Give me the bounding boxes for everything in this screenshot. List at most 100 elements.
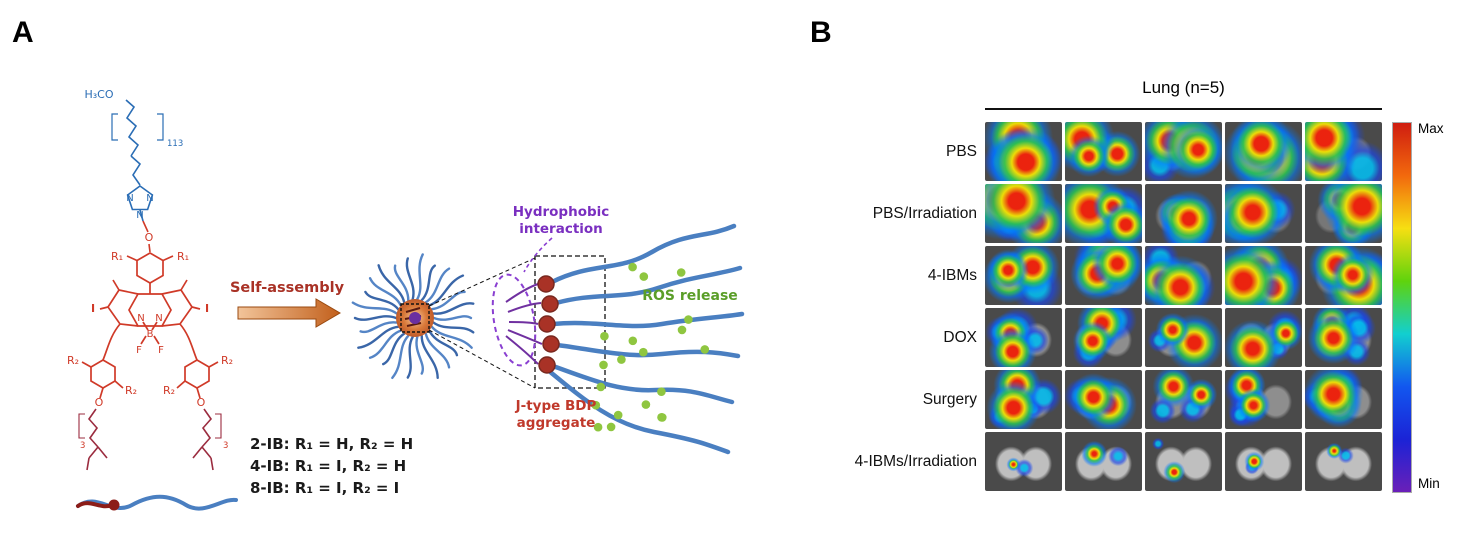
row-label: PBS (945, 142, 977, 160)
lung-scan-image (1305, 432, 1382, 491)
self-assembly-label: Self-assembly (230, 280, 345, 296)
bdp-aggregate-beads (537, 275, 560, 374)
unimer-polymer (76, 494, 238, 511)
panel-b-label: B (810, 16, 832, 49)
ros-dot (639, 272, 649, 281)
lung-scan-image (1145, 308, 1222, 367)
peg-repeat-label: 113 (167, 139, 183, 149)
lung-scan-image (1065, 432, 1142, 491)
iodine-right: I (205, 302, 209, 315)
lung-scan-image (1305, 184, 1382, 243)
corona-chains (546, 223, 745, 455)
ros-dot (641, 400, 651, 409)
f1: F (136, 345, 142, 356)
o-right: O (197, 396, 206, 409)
triazole-n2: N (146, 193, 153, 204)
lung-row: 4-IBMs (800, 246, 1385, 305)
lung-scan-image (985, 432, 1062, 491)
compound-legend: 2-IB: R₁ = H, R₂ = H 4-IB: R₁ = I, R₂ = … (250, 435, 413, 497)
corona-strand (351, 301, 398, 315)
bdp-dye-dot (108, 499, 120, 511)
corona-strand (424, 267, 451, 304)
colorbar (1392, 122, 1412, 493)
lung-scan-image (1145, 432, 1222, 491)
corona-strand (416, 253, 424, 301)
row-label: DOX (943, 328, 977, 346)
zoom-box (400, 303, 430, 333)
row-label: Surgery (922, 390, 977, 408)
lung-row: PBS (800, 122, 1385, 181)
corona-strand (368, 329, 402, 359)
panel-b-title: Lung (n=5) (1142, 78, 1225, 97)
corona-strand (364, 290, 400, 311)
lung-row: Surgery (800, 370, 1385, 429)
lung-scan-image (1225, 308, 1302, 367)
corona-strand (428, 329, 459, 357)
zoom-leader-top (428, 257, 536, 307)
lung-scan-image (1065, 246, 1142, 305)
peg-chain (111, 99, 164, 222)
jtype-label-2: aggregate (517, 415, 596, 431)
peg-end-label: H₃CO (84, 88, 113, 101)
corona-strand (415, 335, 424, 375)
lung-scan-image (1145, 184, 1222, 243)
hydrophobic-label-1: Hydrophobic (513, 204, 610, 220)
o-left: O (95, 396, 104, 409)
lung-scan-image (1145, 246, 1222, 305)
ros-dot (639, 347, 648, 357)
boron: B (147, 329, 154, 340)
chain-repeat-left: 3 (80, 441, 85, 451)
triazole-ring (126, 185, 154, 211)
triazole-n3: N (136, 210, 143, 221)
corona-strand (428, 274, 465, 307)
r1-right: R₁ (177, 250, 189, 263)
ros-dot (606, 422, 616, 432)
panel-a-label: A (12, 16, 34, 49)
ros-dot (676, 268, 686, 277)
lung-row: PBS/Irradiation (800, 184, 1385, 243)
corona-strand (420, 264, 437, 302)
jtype-label-1: J-type BDP (515, 398, 597, 414)
corona-strand (381, 332, 406, 366)
r1-left: R₁ (111, 250, 123, 263)
corona-strand (359, 321, 398, 334)
row-label: 4-IBMs (927, 266, 977, 284)
colorbar-max-label: Max (1418, 121, 1444, 136)
r2-right-b: R₂ (163, 384, 175, 397)
row-label: PBS/Irradiation (872, 204, 977, 222)
lung-scan-image (1225, 370, 1302, 429)
lung-scan-image (1065, 122, 1142, 181)
chain-repeat-right: 3 (223, 441, 228, 451)
lung-scan-image (1065, 370, 1142, 429)
lung-scan-image (985, 246, 1062, 305)
corona-strand (406, 335, 414, 379)
corona-strand (377, 264, 406, 304)
ros-dot (684, 315, 693, 324)
self-assembly-arrow (237, 298, 341, 328)
hydrophobic-leader (523, 237, 553, 273)
lung-scan-image (985, 308, 1062, 367)
corona-strand (393, 264, 410, 302)
lung-scan-image (1305, 246, 1382, 305)
title-overline (985, 108, 1382, 110)
hydrophobic-ellipse (491, 273, 537, 367)
f2: F (158, 345, 164, 356)
lung-scan-image (1225, 432, 1302, 491)
legend-2ib: 2-IB: R₁ = H, R₂ = H (250, 435, 413, 453)
ros-dot (677, 325, 687, 335)
iodine-left: I (91, 302, 95, 315)
styryl-arms (81, 323, 219, 399)
ros-dot (657, 387, 666, 397)
ros-dot (591, 400, 601, 410)
amphiphile-structure: H₃CO 113 N N N O R₁ R₁ (67, 88, 238, 511)
self-assembly-diagram: H₃CO 113 N N N O R₁ R₁ (67, 88, 745, 511)
lung-scan-image (1145, 370, 1222, 429)
lung-scan-image (1225, 122, 1302, 181)
ros-dot (613, 410, 623, 420)
corona-strand (430, 325, 473, 349)
r2-right-a: R₂ (221, 354, 233, 367)
corona-strand (353, 315, 398, 321)
corona-strand (420, 334, 439, 380)
